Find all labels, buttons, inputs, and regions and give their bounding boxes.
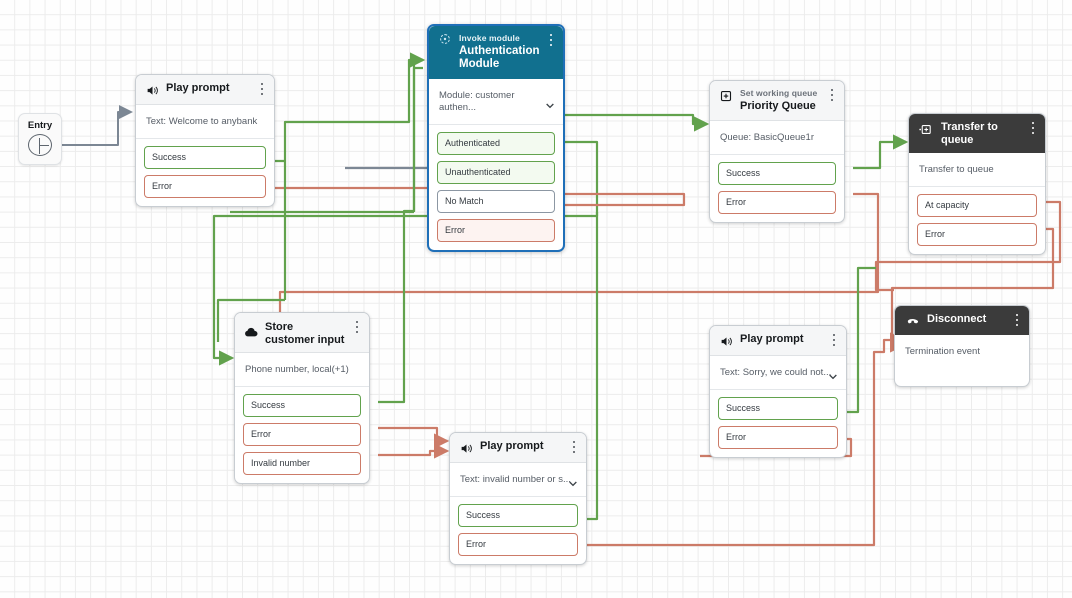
node-title: Authentication Module: [459, 45, 540, 70]
node-menu-button[interactable]: [827, 88, 837, 102]
node-header: Play prompt: [136, 75, 274, 105]
disconnect-icon: [904, 314, 918, 328]
entry-node[interactable]: Entry: [18, 113, 62, 165]
node-menu-button[interactable]: [257, 82, 267, 96]
node-ports: Success Error: [710, 155, 844, 222]
node-menu-button[interactable]: [546, 33, 556, 47]
wire-authenticated-queue: [565, 113, 710, 132]
node-set-working-queue[interactable]: Set working queue Priority Queue Queue: …: [709, 80, 845, 223]
node-body-text: Transfer to queue: [919, 164, 994, 175]
node-play-invalid[interactable]: Play prompt Text: invalid number or s...…: [449, 432, 587, 565]
wire-sorry-success: [845, 266, 876, 414]
invoke-module-icon: [438, 32, 452, 46]
node-body[interactable]: Module: customer authen...: [429, 79, 563, 125]
node-title: Transfer to queue: [941, 121, 998, 146]
port-error[interactable]: Error: [458, 533, 578, 556]
port-error[interactable]: Error: [718, 190, 836, 214]
node-ports: Success Error: [136, 139, 274, 206]
port-success[interactable]: Success: [243, 394, 361, 417]
node-subtitle: Set working queue: [740, 88, 818, 98]
port-unauthenticated[interactable]: Unauthenticated: [437, 161, 555, 184]
port-authenticated[interactable]: Authenticated: [437, 132, 555, 155]
entry-play-icon: [28, 134, 52, 156]
node-body[interactable]: Text: invalid number or s...: [450, 463, 586, 497]
node-play-sorry[interactable]: Play prompt Text: Sorry, we could not...…: [709, 325, 847, 458]
node-title: Store customer input: [265, 321, 345, 346]
node-body: Text: Welcome to anybank: [136, 105, 274, 139]
port-invalid-number[interactable]: Invalid number: [243, 452, 361, 475]
node-transfer-to-queue[interactable]: Transfer to queue Transfer to queue At c…: [908, 113, 1046, 255]
node-play-welcome[interactable]: Play prompt Text: Welcome to anybank Suc…: [135, 74, 275, 207]
port-error[interactable]: Error: [437, 219, 555, 242]
wire-entry-to-play: [62, 105, 133, 146]
node-authentication-module[interactable]: Invoke module Authentication Module Modu…: [427, 24, 565, 252]
node-body: Termination event: [895, 335, 1029, 386]
wire-store-error: [378, 426, 450, 449]
node-title: Disconnect: [927, 313, 987, 325]
node-header: Play prompt: [450, 433, 586, 463]
node-header: Disconnect: [895, 306, 1029, 335]
node-subtitle: Invoke module: [459, 33, 520, 43]
node-ports: Success Error: [450, 497, 586, 564]
speaker-icon: [145, 83, 159, 97]
node-body[interactable]: Text: Sorry, we could not...: [710, 356, 846, 390]
node-menu-button[interactable]: [1028, 121, 1038, 135]
node-menu-button[interactable]: [352, 320, 362, 334]
port-error[interactable]: Error: [243, 423, 361, 446]
node-ports: Success Error: [710, 390, 846, 457]
node-header: Store customer input: [235, 313, 369, 353]
node-header: Set working queue Priority Queue: [710, 81, 844, 121]
node-body: Transfer to queue: [909, 153, 1045, 187]
port-error[interactable]: Error: [917, 223, 1037, 246]
chevron-down-icon[interactable]: [568, 475, 577, 486]
node-body-text: Termination event: [905, 346, 980, 357]
node-menu-button[interactable]: [569, 440, 579, 454]
wire-queue-success-transfer: [853, 134, 909, 170]
node-disconnect[interactable]: Disconnect Termination event: [894, 305, 1030, 387]
port-success[interactable]: Success: [718, 397, 838, 420]
transfer-icon: [918, 122, 932, 136]
node-body-text: Text: invalid number or s...: [460, 474, 571, 485]
node-ports: Success Error Invalid number: [235, 387, 369, 483]
node-body-text: Module: customer authen...: [439, 90, 515, 113]
node-body-text: Queue: BasicQueue1r: [720, 131, 815, 143]
port-success[interactable]: Success: [458, 504, 578, 527]
node-body-text: Text: Welcome to anybank: [146, 116, 258, 127]
node-title: Play prompt: [740, 333, 804, 345]
port-success[interactable]: Success: [144, 146, 266, 169]
queue-icon: [719, 89, 733, 103]
chevron-down-icon[interactable]: [828, 368, 837, 379]
wire-welcome-success-auth: [271, 52, 426, 163]
speaker-icon: [719, 334, 733, 348]
store-input-icon: [244, 325, 258, 339]
node-menu-button[interactable]: [829, 333, 839, 347]
node-title: Priority Queue: [740, 100, 816, 112]
port-success[interactable]: Success: [718, 161, 836, 185]
node-store-customer-input[interactable]: Store customer input Phone number, local…: [234, 312, 370, 484]
speaker-icon: [459, 441, 473, 455]
port-error[interactable]: Error: [718, 426, 838, 449]
node-body: Phone number, local(+1): [235, 353, 369, 387]
port-error[interactable]: Error: [144, 175, 266, 198]
node-menu-button[interactable]: [1012, 313, 1022, 327]
node-body-text: Text: Sorry, we could not...: [720, 367, 832, 378]
node-title: Play prompt: [480, 440, 544, 452]
node-header: Invoke module Authentication Module: [429, 26, 563, 79]
node-ports: Authenticated Unauthenticated No Match E…: [429, 125, 563, 250]
entry-label: Entry: [27, 120, 53, 131]
wire-store-success-auth: [378, 66, 423, 404]
chevron-down-icon[interactable]: [545, 97, 554, 108]
node-body: Queue: BasicQueue1r: [710, 121, 844, 155]
node-body-text: Phone number, local(+1): [245, 364, 349, 375]
port-no-match[interactable]: No Match: [437, 190, 555, 213]
port-at-capacity[interactable]: At capacity: [917, 194, 1037, 217]
node-ports: At capacity Error: [909, 187, 1045, 254]
node-header: Play prompt: [710, 326, 846, 356]
node-title: Play prompt: [166, 82, 230, 94]
wire-store-invalid: [378, 443, 450, 459]
node-header: Transfer to queue: [909, 114, 1045, 153]
